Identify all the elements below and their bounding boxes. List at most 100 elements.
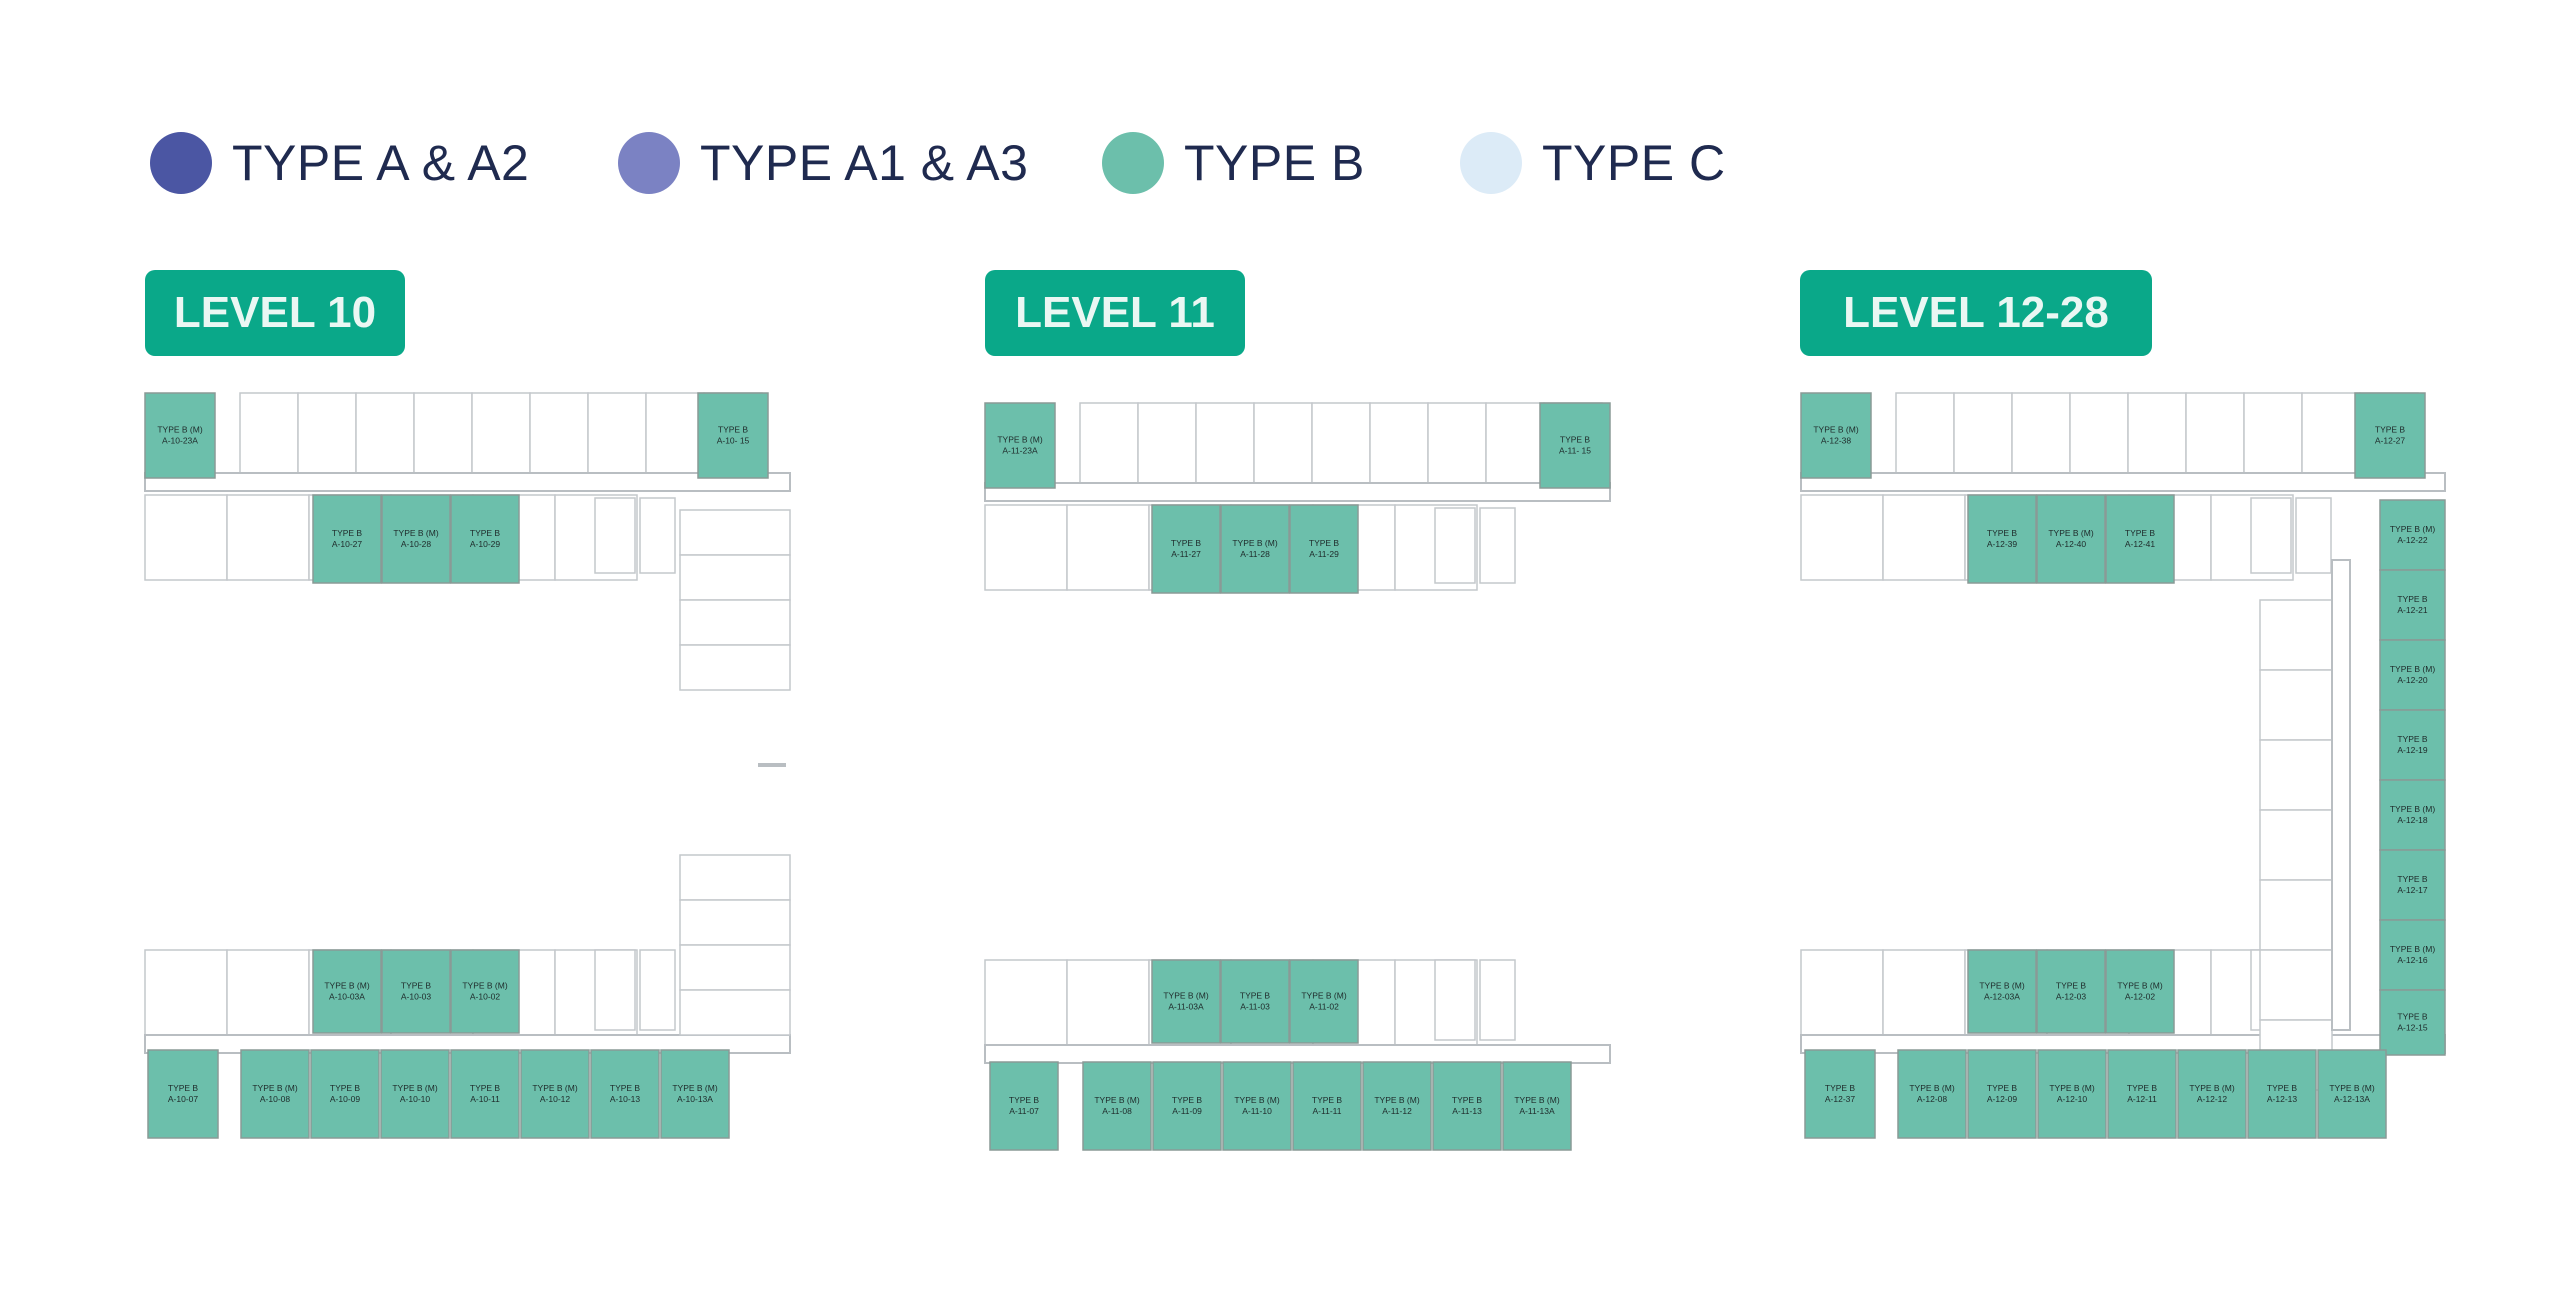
- unit-number-label: A-12-12: [2197, 1094, 2228, 1104]
- unit-a-12-40: TYPE B (M)A-12-40: [2036, 494, 2106, 584]
- unit-number-label: A-11-29: [1309, 549, 1339, 559]
- unit-type-label: TYPE B (M): [1813, 425, 1859, 435]
- plan-room: [587, 392, 647, 474]
- unit-number-label: A-12-22: [2397, 535, 2428, 545]
- plan-room: [2243, 392, 2303, 474]
- unit-shape: [2105, 949, 2175, 1034]
- unit-type-label: TYPE B (M): [997, 435, 1043, 445]
- unit-shape: [1289, 504, 1359, 594]
- unit-number-label: A-12-19: [2397, 745, 2428, 755]
- unit-number-label: A-12-16: [2397, 955, 2428, 965]
- unit-type-label: TYPE B (M): [1232, 538, 1278, 548]
- unit-a-12-12: TYPE B (M)A-12-12: [2177, 1049, 2247, 1139]
- legend-label: TYPE A & A2: [232, 135, 530, 191]
- plan-room: [679, 554, 791, 601]
- unit-number-label: A-11-08: [1102, 1106, 1132, 1116]
- level-11-badge: LEVEL 11: [985, 270, 1245, 356]
- unit-number-label: A-10-07: [168, 1094, 199, 1104]
- unit-type-label: TYPE B: [168, 1083, 199, 1093]
- unit-type-label: TYPE B: [1171, 538, 1202, 548]
- unit-number-label: A-11-12: [1382, 1106, 1412, 1116]
- unit-a-11-12: TYPE B (M)A-11-12: [1362, 1061, 1432, 1151]
- unit-a-12-16: TYPE B (M)A-12-16: [2379, 919, 2446, 991]
- unit-type-label: TYPE B: [330, 1083, 361, 1093]
- unit-shape: [984, 402, 1056, 489]
- unit-type-label: TYPE B (M): [2189, 1083, 2235, 1093]
- unit-a-10-02: TYPE B (M)A-10-02: [450, 949, 520, 1034]
- unit-shape: [520, 1049, 590, 1139]
- plan-room: [144, 494, 228, 581]
- plan-room: [471, 392, 531, 474]
- unit-number-label: A-12-39: [1987, 539, 2018, 549]
- unit-a-10-13: TYPE BA-10-13: [590, 1049, 660, 1139]
- plan-room: [679, 599, 791, 646]
- unit-shape: [450, 949, 520, 1034]
- unit-type-label: TYPE B (M): [392, 1083, 438, 1093]
- unit-number-label: A-12-03: [2056, 992, 2087, 1002]
- unit-a-12-41: TYPE BA-12-41: [2105, 494, 2175, 584]
- unit-number-label: A-11-23A: [1002, 446, 1038, 456]
- unit-number-label: A-10-13: [610, 1094, 641, 1104]
- unit-a-11-28: TYPE B (M)A-11-28: [1220, 504, 1290, 594]
- unit-number-label: A-10-03A: [329, 992, 365, 1002]
- unit-a-12-27: TYPE BA-12-27: [2354, 392, 2426, 479]
- unit-number-label: A-11-10: [1242, 1106, 1272, 1116]
- unit-type-label: TYPE B (M): [1979, 981, 2025, 991]
- unit-number-label: A-12-11: [2127, 1094, 2157, 1104]
- plan-room: [984, 959, 1068, 1046]
- plan-room: [1253, 402, 1313, 484]
- unit-type-label: TYPE B (M): [1094, 1095, 1140, 1105]
- unit-type-label: TYPE B: [2397, 594, 2428, 604]
- unit-type-label: TYPE B: [401, 981, 432, 991]
- unit-a-10-09: TYPE BA-10-09: [310, 1049, 380, 1139]
- unit-a-11-27: TYPE BA-11-27: [1151, 504, 1221, 594]
- unit-type-label: TYPE B (M): [393, 528, 439, 538]
- unit-type-label: TYPE B (M): [324, 981, 370, 991]
- unit-number-label: A-11-28: [1240, 549, 1270, 559]
- unit-number-label: A-12-21: [2397, 605, 2428, 615]
- unit-a-10-12: TYPE B (M)A-10-12: [520, 1049, 590, 1139]
- plan-room: [2295, 497, 2332, 574]
- unit-shape: [1967, 494, 2037, 584]
- unit-shape: [2036, 949, 2106, 1034]
- unit-shape: [1897, 1049, 1967, 1139]
- unit-number-label: A-11-09: [1172, 1106, 1202, 1116]
- unit-type-label: TYPE B (M): [2390, 804, 2436, 814]
- unit-shape: [590, 1049, 660, 1139]
- unit-type-label: TYPE B (M): [1514, 1095, 1560, 1105]
- unit-shape: [2379, 989, 2446, 1056]
- unit-number-label: A-12-10: [2057, 1094, 2088, 1104]
- unit-shape: [2177, 1049, 2247, 1139]
- unit-type-label: TYPE B (M): [672, 1083, 718, 1093]
- plan-room: [1800, 949, 1884, 1036]
- unit-number-label: A-10-27: [332, 539, 363, 549]
- plan-room: [239, 392, 299, 474]
- unit-shape: [2379, 569, 2446, 641]
- unit-number-label: A-10-23A: [162, 436, 198, 446]
- unit-number-label: A-10-12: [540, 1094, 571, 1104]
- unit-shape: [310, 1049, 380, 1139]
- plan-room: [1066, 959, 1150, 1046]
- unit-number-label: A-10-08: [260, 1094, 291, 1104]
- unit-type-label: TYPE B: [332, 528, 363, 538]
- unit-a-10-03a: TYPE B (M)A-10-03A: [312, 949, 382, 1034]
- unit-number-label: A-12-37: [1825, 1094, 1856, 1104]
- unit-shape: [1082, 1061, 1152, 1151]
- unit-shape: [381, 494, 451, 584]
- unit-shape: [2354, 392, 2426, 479]
- level-10-badge: LEVEL 10: [145, 270, 405, 356]
- unit-type-label: TYPE B (M): [157, 425, 203, 435]
- plan-wall: [1800, 472, 2446, 492]
- plan-room: [1800, 494, 1884, 581]
- unit-a-12-21: TYPE BA-12-21: [2379, 569, 2446, 641]
- plan-room: [679, 989, 791, 1036]
- plan-room: [1895, 392, 1955, 474]
- plan-room: [2301, 392, 2361, 474]
- plan-room: [2259, 669, 2333, 741]
- unit-type-label: TYPE B: [610, 1083, 641, 1093]
- unit-number-label: A-12-27: [2375, 436, 2406, 446]
- plan-room: [297, 392, 357, 474]
- plan-room: [2127, 392, 2187, 474]
- unit-shape: [1220, 504, 1290, 594]
- unit-number-label: A-11-03A: [1168, 1002, 1204, 1012]
